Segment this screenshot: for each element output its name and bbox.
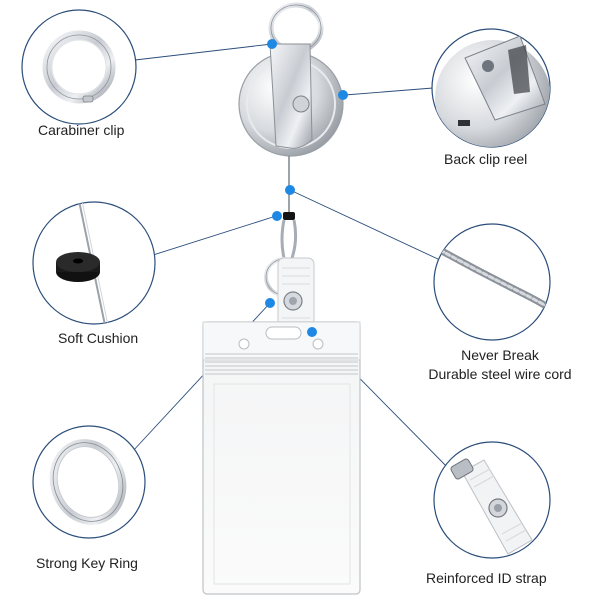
- steel-wire-icon: [436, 246, 550, 322]
- label-soft-cushion: Soft Cushion: [58, 330, 139, 346]
- dot-cushion: [272, 211, 282, 221]
- callout-cushion: [32, 201, 156, 325]
- cushion-icon: [56, 202, 110, 324]
- callout-line-carabiner: [134, 43, 273, 61]
- dot-wire: [285, 185, 295, 195]
- dot-strap: [307, 327, 317, 337]
- label-back-clip-reel: Back clip reel: [444, 151, 528, 167]
- callout-reel: [431, 28, 551, 148]
- callout-wire: [433, 223, 551, 341]
- belt-clip: [269, 43, 313, 149]
- key-ring-icon: [49, 439, 127, 525]
- callout-carabiner: [21, 9, 137, 125]
- callout-line-cushion: [149, 215, 277, 257]
- id-strap-icon: [450, 458, 533, 555]
- label-strong-key-ring: Strong Key Ring: [36, 555, 138, 571]
- soft-cushion-part: [283, 212, 295, 220]
- label-carabiner-clip: Carabiner clip: [38, 122, 125, 138]
- label-reinforced-id-strap: Reinforced ID strap: [426, 570, 547, 586]
- dot-reel: [338, 90, 348, 100]
- callout-keyring: [32, 425, 146, 539]
- dot-carabiner: [267, 39, 277, 49]
- reel-clip-icon: [435, 35, 550, 147]
- label-durable-steel-wire: Durable steel wire cord: [428, 366, 572, 382]
- callout-line-wire: [289, 189, 441, 261]
- carabiner-ring-icon: [42, 30, 116, 104]
- label-never-break: Never Break: [461, 347, 539, 363]
- dot-keyring: [265, 298, 275, 308]
- id-badge-holder: [202, 321, 361, 595]
- connector-dots: [265, 39, 348, 337]
- callout-strap: [433, 441, 551, 559]
- carabiner-hook: [280, 219, 298, 259]
- callout-line-reel: [344, 87, 434, 96]
- product-illustration: [202, 2, 361, 595]
